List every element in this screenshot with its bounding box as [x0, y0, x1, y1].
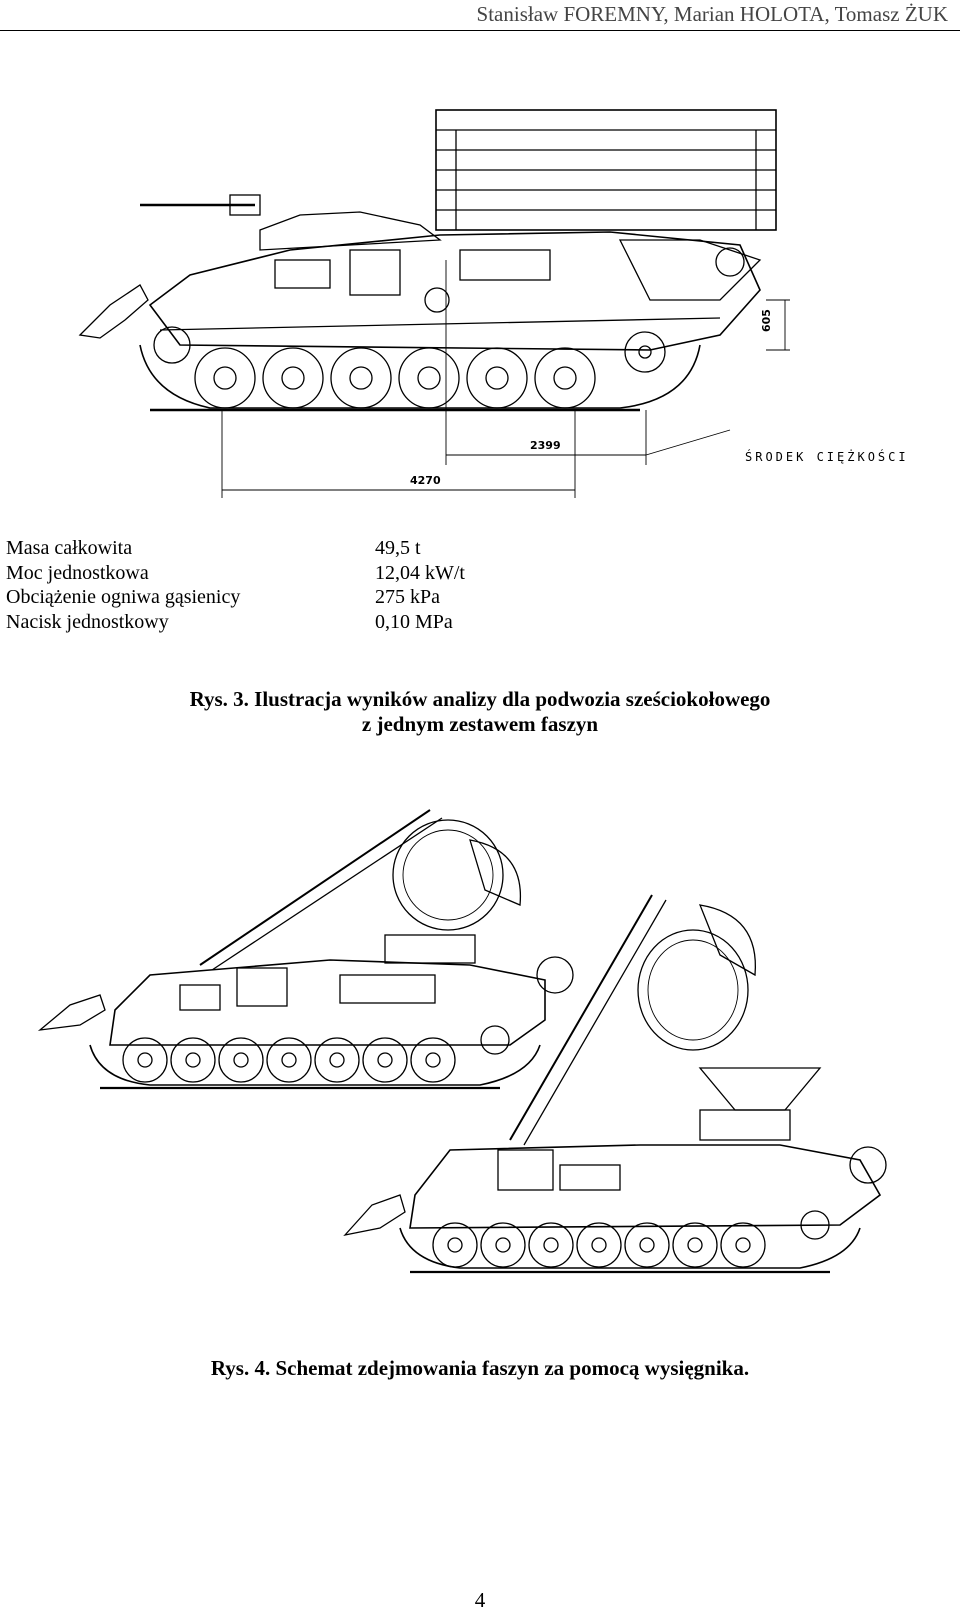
- page-number: 4: [474, 1588, 486, 1612]
- dimension-4270-label: 4270: [410, 474, 441, 487]
- spec-value: 12,04 kW/t: [375, 561, 465, 584]
- figure-4-vehicle-left-drawing: [37, 809, 574, 1090]
- dimension-2399-label: 2399: [530, 439, 561, 452]
- page-header: Stanisław FOREMNY, Marian HOLOTA, Tomasz…: [0, 0, 960, 32]
- header-authors: Stanisław FOREMNY, Marian HOLOTA, Tomasz…: [476, 2, 948, 26]
- center-of-gravity-label: ŚRODEK CIĘŻKOŚCI: [745, 449, 909, 464]
- spec-value: 275 kPa: [375, 586, 440, 608]
- figure-3-caption-line1: Rys. 3. Ilustracja wyników analizy dla p…: [189, 687, 771, 711]
- figure-3-caption: Rys. 3. Ilustracja wyników analizy dla p…: [0, 687, 960, 737]
- spec-value: 49,5 t: [375, 537, 421, 559]
- spec-label: Obciążenie ogniwa gąsienicy: [6, 586, 241, 608]
- figure-4-vehicle-right-drawing: [343, 894, 887, 1274]
- spec-value: 0,10 MPa: [375, 610, 453, 633]
- spec-label: Masa całkowita: [6, 537, 133, 559]
- spec-label: Nacisk jednostkowy: [6, 610, 169, 633]
- figure-4-caption: Rys. 4. Schemat zdejmowania faszyn za po…: [210, 1356, 750, 1380]
- figure-3-vehicle-drawing: [78, 109, 790, 498]
- header-rule: [0, 30, 960, 31]
- dimension-605-label: 605: [760, 309, 773, 332]
- figure-3-caption-line2: z jednym zestawem faszyn: [361, 712, 599, 736]
- spec-label: Moc jednostkowa: [6, 561, 149, 584]
